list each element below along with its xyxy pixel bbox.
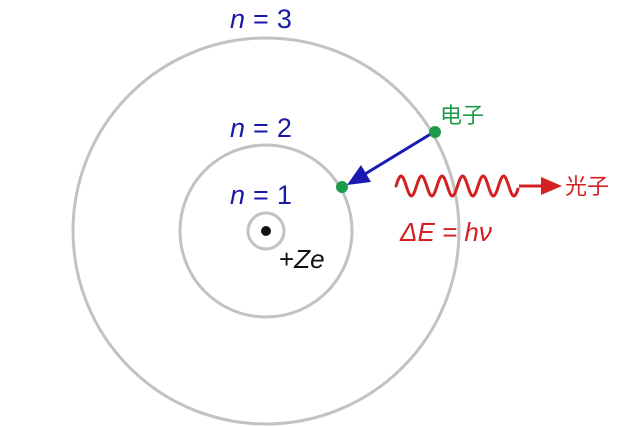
orbit-label-n1: n=1: [230, 180, 292, 210]
orbit-label-n3: n=3: [230, 4, 292, 34]
orbit-n2: [178, 143, 354, 319]
electron-initial: [429, 126, 441, 138]
nucleus-charge-label: +Ze: [279, 244, 325, 274]
orbit-n3: [71, 36, 461, 426]
energy-equation: ΔE = hν: [399, 217, 492, 247]
transition-arrow-head: [347, 165, 371, 185]
transition-arrow-line: [364, 130, 435, 176]
photon-arrow-head: [541, 177, 562, 195]
photon-label: 光子: [565, 175, 609, 200]
photon-wave: [394, 174, 520, 198]
orbit-label-n2: n=2: [230, 113, 292, 143]
nucleus: [261, 226, 271, 236]
orbit-n1: [246, 211, 286, 251]
electron-label: 电子: [440, 104, 484, 129]
electron-final: [336, 181, 348, 193]
